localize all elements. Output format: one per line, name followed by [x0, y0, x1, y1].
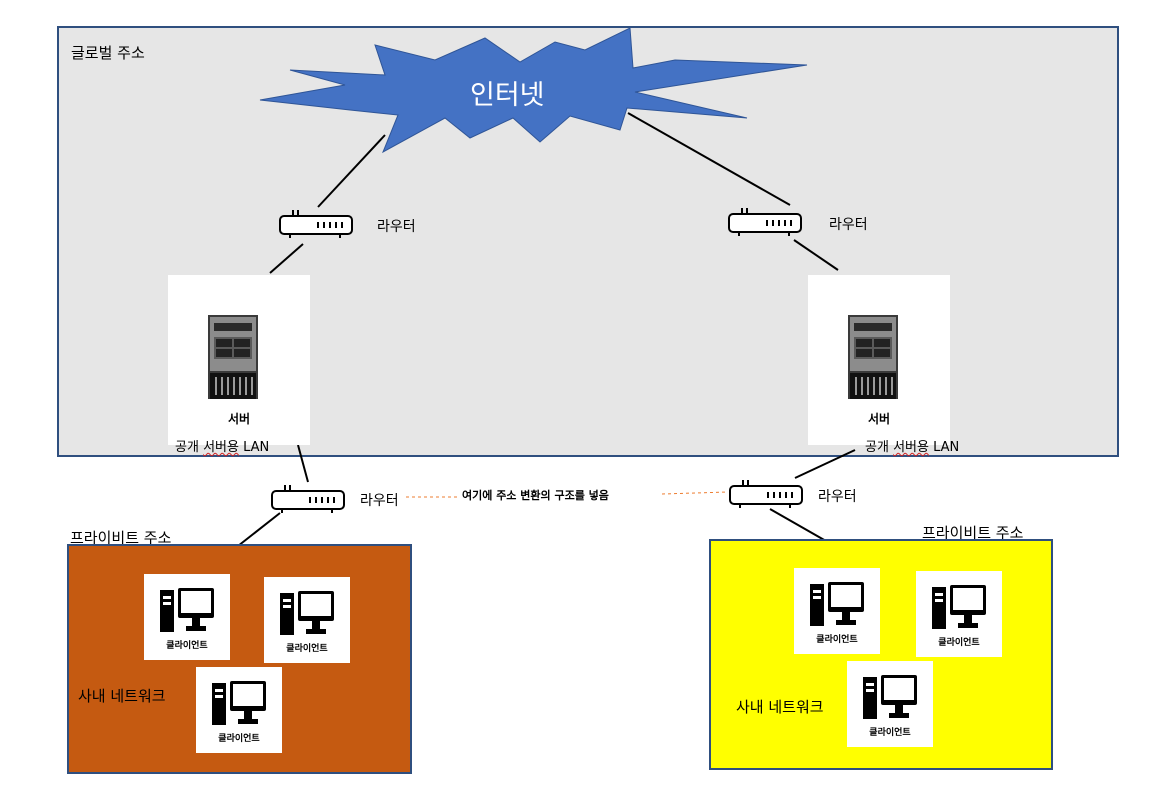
- server-card-left: 서버: [168, 275, 310, 445]
- router-icon: [729, 480, 803, 508]
- intranet-label-left: 사내 네트워크: [78, 687, 166, 705]
- nat-note-label: 여기에 주소 변환의 구조를 넣음: [462, 489, 609, 502]
- desktop-computer-icon: [160, 588, 214, 632]
- global-zone-label: 글로벌 주소: [71, 44, 145, 62]
- internet-label: 인터넷: [470, 80, 545, 111]
- client-caption: 클라이언트: [816, 635, 858, 645]
- private-address-label-left: 프라이비트 주소: [70, 529, 172, 547]
- client-card: 클라이언트: [916, 571, 1002, 657]
- router-icon: [728, 208, 802, 236]
- server-card-right: 서버: [808, 275, 950, 445]
- private-address-label-right: 프라이비트 주소: [922, 524, 1024, 542]
- client-caption: 클라이언트: [286, 644, 328, 654]
- server-tower-icon: [848, 315, 898, 399]
- intranet-label-right: 사내 네트워크: [736, 698, 824, 716]
- router-label-top-left: 라우터: [377, 219, 416, 235]
- desktop-computer-icon: [280, 591, 334, 635]
- client-caption: 클라이언트: [166, 641, 208, 651]
- public-server-lan-label-left: 공개 서버용 LAN: [175, 440, 270, 455]
- client-card: 클라이언트: [144, 574, 230, 660]
- cloud-icon: [259, 27, 808, 154]
- server-tower-icon: [208, 315, 258, 399]
- router-icon: [279, 210, 353, 238]
- server-caption-right: 서버: [867, 412, 891, 426]
- server-caption-left: 서버: [227, 412, 251, 426]
- desktop-computer-icon: [932, 585, 986, 629]
- client-card: 클라이언트: [264, 577, 350, 663]
- desktop-computer-icon: [212, 681, 266, 725]
- client-caption: 클라이언트: [938, 638, 980, 648]
- router-label-bottom-right: 라우터: [818, 489, 857, 505]
- router-label-bottom-left: 라우터: [360, 493, 399, 509]
- client-card: 클라이언트: [847, 661, 933, 747]
- client-card: 클라이언트: [794, 568, 880, 654]
- desktop-computer-icon: [810, 582, 864, 626]
- public-server-lan-label-right: 공개 서버용 LAN: [865, 440, 960, 455]
- client-caption: 클라이언트: [869, 728, 911, 738]
- desktop-computer-icon: [863, 675, 917, 719]
- router-icon: [271, 485, 345, 513]
- router-label-top-right: 라우터: [829, 217, 868, 233]
- client-card: 클라이언트: [196, 667, 282, 753]
- client-caption: 클라이언트: [218, 734, 260, 744]
